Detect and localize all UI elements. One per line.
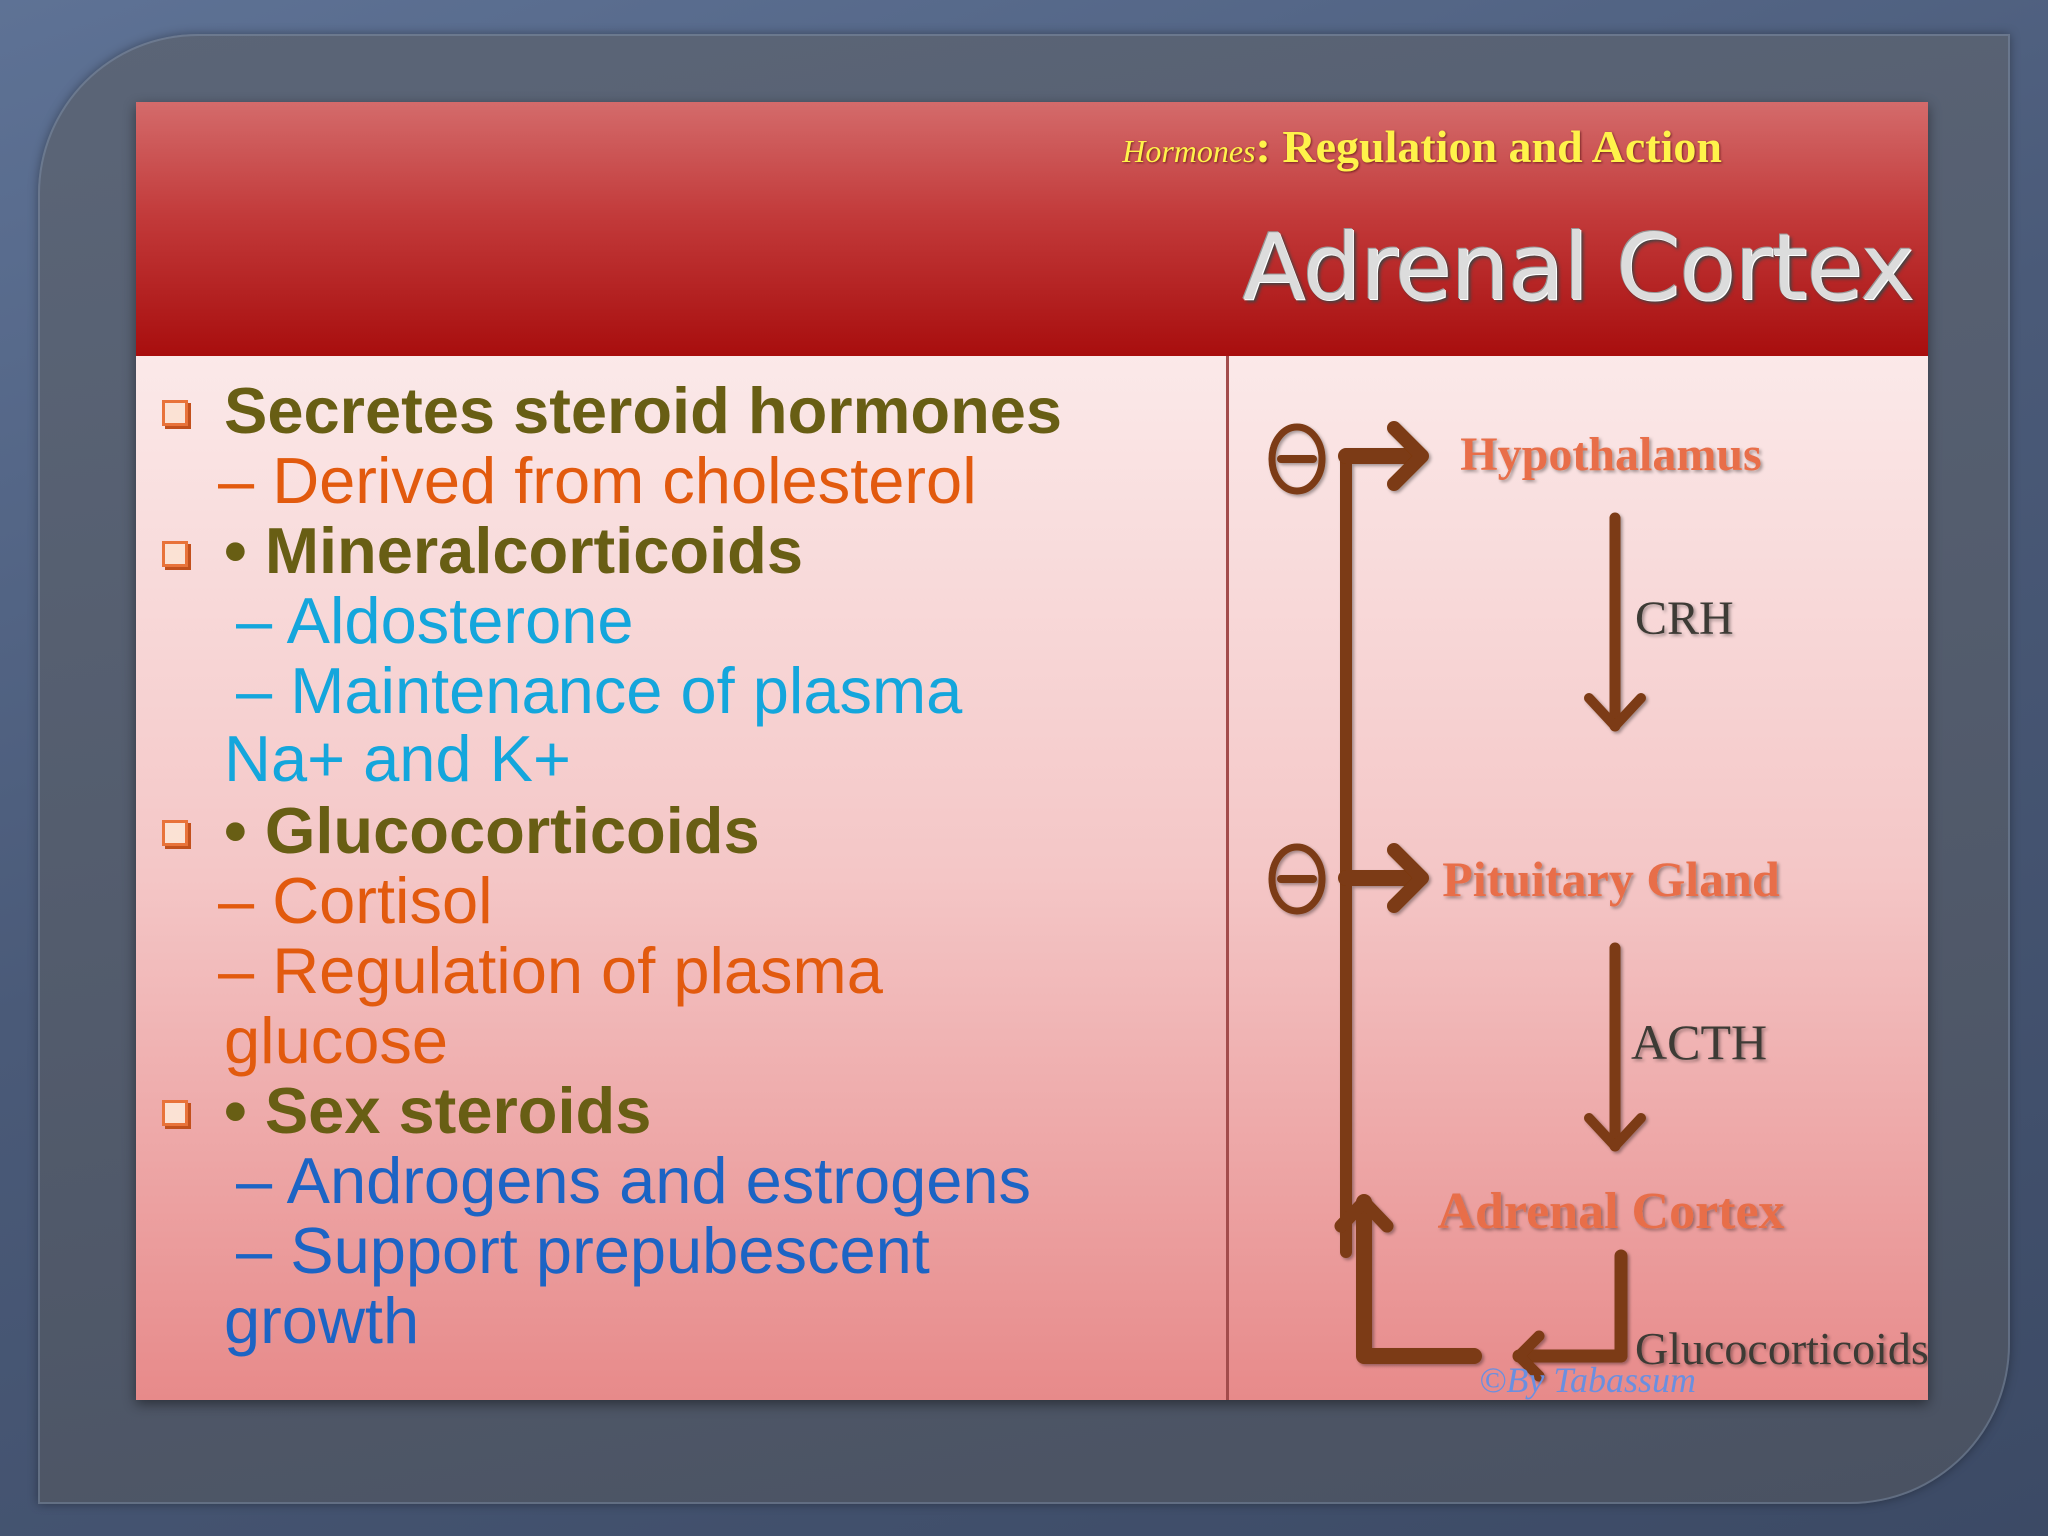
line-glucose: glucose <box>224 1004 449 1077</box>
line-cortisol: – Cortisol <box>218 864 493 937</box>
square-bullet-icon <box>162 820 188 846</box>
edge-label-acth: ACTH <box>1631 1014 1767 1070</box>
heading-sex-steroids: • Sex steroids <box>224 1074 652 1147</box>
square-bullet-icon <box>162 400 188 426</box>
edge-label-crh: CRH <box>1635 592 1734 645</box>
line-aldosterone: – Aldosterone <box>236 584 634 657</box>
feedback-arrow-pituitary <box>1338 843 1429 913</box>
feedback-arrow-hypothalamus <box>1338 421 1429 491</box>
line-derived-cholesterol: – Derived from cholesterol <box>218 444 977 517</box>
inhibition-icon <box>1268 843 1326 915</box>
line-androgens-estrogens: – Androgens and estrogens <box>236 1144 1032 1217</box>
header-bar: Hormones: Regulation and Action Adrenal … <box>136 102 1928 356</box>
acth-arrow <box>1584 942 1646 1152</box>
line-regulation-plasma: – Regulation of plasma <box>218 934 883 1007</box>
subtitle-big: : Regulation and Action <box>1255 121 1722 172</box>
credit-text: ©By Tabassum <box>1479 1360 1696 1400</box>
crh-arrow <box>1584 512 1646 732</box>
heading-mineralcorticoids: • Mineralcorticoids <box>224 514 804 587</box>
line-na-k: Na+ and K+ <box>224 722 571 795</box>
slide-subtitle: Hormones: Regulation and Action <box>1122 120 1722 173</box>
node-hypothalamus: Hypothalamus <box>1460 428 1761 481</box>
content-panel: Secretes steroid hormones – Derived from… <box>136 356 1229 1400</box>
inhibition-icon <box>1268 423 1326 495</box>
hpa-axis-diagram: Hypothalamus Pituitary Gland Adrenal Cor… <box>1268 421 1929 1400</box>
square-bullet-icon <box>162 541 188 567</box>
square-bullet-icon <box>162 1100 188 1126</box>
diagram-panel: Hypothalamus Pituitary Gland Adrenal Cor… <box>1229 356 1929 1400</box>
heading-steroid-hormones: Secretes steroid hormones <box>224 374 1063 447</box>
node-adrenal-cortex: Adrenal Cortex <box>1437 1183 1784 1240</box>
slide-title: Adrenal Cortex <box>1242 214 1915 321</box>
line-maintenance-plasma: – Maintenance of plasma <box>236 654 963 727</box>
edge-label-glucocorticoids: Glucocorticoids <box>1635 1323 1928 1374</box>
node-pituitary-gland: Pituitary Gland <box>1442 851 1780 907</box>
line-growth: growth <box>224 1284 420 1357</box>
heading-glucocorticoids: • Glucocorticoids <box>224 794 760 867</box>
slide-panel: Hormones: Regulation and Action Adrenal … <box>136 102 1929 1400</box>
line-support-prepubescent: – Support prepubescent <box>236 1214 930 1287</box>
subtitle-small: Hormones <box>1122 133 1256 169</box>
glucocorticoids-loop <box>1334 1194 1628 1382</box>
